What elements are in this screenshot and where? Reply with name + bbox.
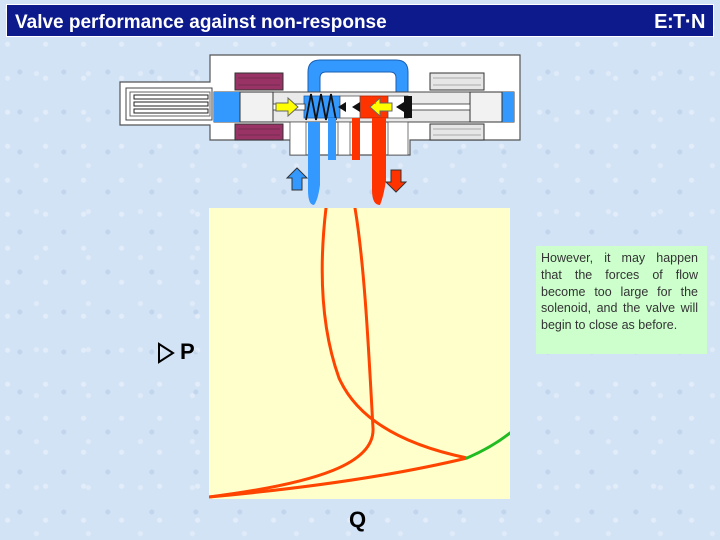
pressure-flow-chart: [209, 208, 510, 499]
title-bar: Valve performance against non-response E…: [6, 4, 714, 37]
inlet-port: [308, 122, 320, 205]
delta-icon: [158, 342, 175, 364]
solenoid-coil-bottom-left: [234, 123, 284, 141]
right-armature: [469, 91, 503, 123]
explanation-note: However, it may happen that the forces o…: [536, 246, 707, 354]
flow-in-arrow-icon: [285, 167, 309, 191]
y-axis-label: P: [180, 339, 195, 364]
flow-out-arrow-icon: [384, 169, 408, 193]
series-curve-inner: [209, 208, 375, 499]
valve-cross-section: [119, 54, 521, 205]
outlet-port: [372, 118, 386, 205]
solenoid-coil-top-left: [234, 72, 284, 91]
solenoid-coil-bottom-right: [429, 123, 485, 141]
plot-area: [209, 208, 510, 499]
x-axis-label: Q: [349, 507, 367, 532]
force-arrow-left-icon: [369, 96, 393, 118]
eaton-logo: E:T·N: [654, 11, 705, 33]
series-curve-outer: [209, 208, 468, 499]
left-armature: [239, 91, 274, 123]
series-curve-green: [465, 431, 510, 460]
force-arrow-right-icon: [275, 96, 299, 118]
slide-title: Valve performance against non-response: [15, 12, 387, 33]
note-text: However, it may happen that the forces o…: [541, 251, 698, 333]
left-spring-rod: [133, 94, 209, 114]
return-spring-icon: [305, 93, 337, 121]
solenoid-coil-top-right: [429, 72, 485, 91]
